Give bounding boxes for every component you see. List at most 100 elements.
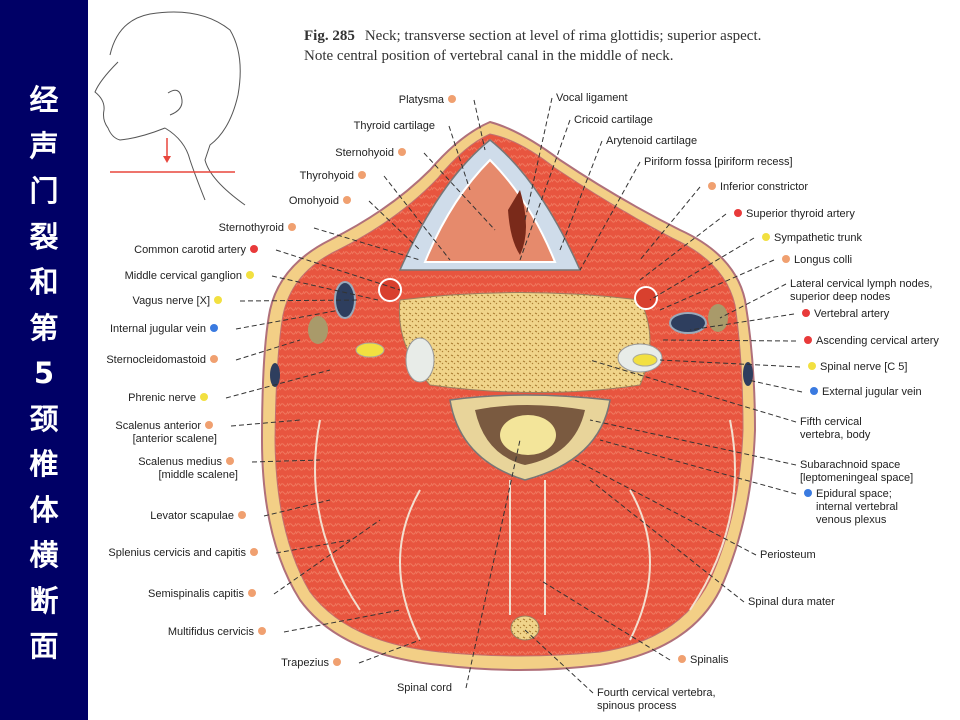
legend-dot-vein	[210, 324, 218, 333]
label-lateral-cervical-lymph-nodes: Lateral cervical lymph nodes,superior de…	[790, 278, 932, 304]
label-trapezius: Trapezius	[281, 657, 345, 670]
legend-dot-nerve	[246, 271, 254, 280]
leader-line	[719, 283, 787, 319]
label-sternocleidomastoid: Sternocleidomastoid	[106, 354, 222, 367]
label-text: Sternohyoid	[335, 147, 394, 159]
label-text: Sternocleidomastoid	[106, 354, 206, 366]
legend-dot-muscle	[448, 95, 456, 104]
title-char: 体	[29, 492, 59, 527]
leader-line	[649, 237, 755, 301]
label-scalenus-anterior: Scalenus anterior[anterior scalene]	[115, 420, 217, 446]
leader-line	[559, 140, 603, 251]
label-text: Middle cervical ganglion	[124, 270, 242, 282]
label-subarachnoid-space: Subarachnoid space[leptomeningeal space]	[800, 459, 913, 485]
label-phrenic-nerve: Phrenic nerve	[128, 392, 212, 405]
label-text: Vagus nerve [X]	[132, 295, 210, 307]
leader-line	[275, 249, 401, 291]
leader-line	[639, 213, 727, 281]
label-text: Lateral cervical lymph nodes,	[790, 278, 933, 290]
label-text: Fifth cervical	[800, 416, 862, 428]
label-vagus-nerve-x: Vagus nerve [X]	[133, 295, 226, 308]
leader-line	[579, 161, 641, 271]
label-text: Spinalis	[690, 654, 729, 666]
label-levator-scapulae: Levator scapulae	[150, 510, 250, 523]
title-char: 5	[33, 356, 55, 390]
label-semispinalis-capitis: Semispinalis capitis	[148, 588, 260, 601]
leader-line	[230, 419, 301, 427]
legend-dot-vein	[810, 387, 818, 396]
leader-line	[235, 339, 301, 361]
legend-dot-muscle	[258, 627, 266, 636]
legend-dot-muscle	[358, 171, 366, 180]
legend-dot-muscle	[782, 255, 790, 264]
label-sternohyoid: Sternohyoid	[335, 147, 410, 160]
neck-section	[260, 120, 757, 671]
label-text: Sympathetic trunk	[774, 232, 863, 244]
leader-line	[273, 519, 381, 595]
figure-caption: Fig. 285 Neck; transverse section at leve…	[304, 26, 761, 66]
label-splenius-cervicis-and-capitis: Splenius cervicis and capitis	[108, 547, 262, 560]
legend-dot-nerve	[762, 233, 770, 242]
legend-dot-nerve	[214, 296, 222, 305]
legend-dot-muscle	[210, 355, 218, 364]
label-text: Longus colli	[794, 254, 853, 266]
label-text: Epidural space;	[816, 488, 892, 500]
label-multifidus-cervicis: Multifidus cervicis	[168, 626, 270, 639]
label-common-carotid-artery: Common carotid artery	[134, 244, 262, 257]
leader-line	[589, 419, 797, 466]
label-text-line: [middle scalene]	[158, 469, 239, 481]
leader-line	[659, 359, 801, 368]
label-text-line: venous plexus	[816, 514, 887, 526]
label-text: Cricoid cartilage	[574, 114, 653, 126]
title-char: 面	[29, 629, 59, 663]
legend-dot-muscle	[343, 196, 351, 205]
label-text: Fourth cervical vertebra,	[597, 687, 716, 699]
label-text: Periosteum	[760, 549, 816, 561]
legend-dot-muscle	[288, 223, 296, 232]
label-inferior-constrictor: Inferior constrictor	[704, 181, 808, 194]
section-arrow-icon	[110, 138, 235, 173]
title-char: 断	[29, 583, 59, 618]
leader-line	[239, 299, 361, 302]
title-char: 第	[29, 310, 59, 345]
leader-line	[283, 609, 401, 633]
leader-line	[358, 639, 421, 664]
leader-line	[448, 125, 471, 191]
leader-line	[368, 200, 421, 251]
label-cricoid-cartilage: Cricoid cartilage	[574, 114, 653, 127]
leader-line	[519, 119, 571, 261]
title-char: 横	[29, 538, 59, 572]
label-text: Phrenic nerve	[128, 392, 196, 404]
title-char: 裂	[29, 219, 59, 254]
title-char: 门	[29, 174, 59, 208]
leader-line	[235, 309, 341, 330]
label-thyroid-cartilage: Thyroid cartilage	[354, 120, 435, 133]
label-text: Subarachnoid space	[800, 459, 901, 471]
label-text: Vertebral artery	[814, 308, 890, 320]
label-text: Sternothyroid	[218, 222, 284, 234]
label-text: Omohyoid	[288, 195, 339, 207]
head-profile-icon	[94, 11, 246, 206]
leader-line	[383, 175, 451, 261]
caption-line-1: Neck; transverse section at level of rim…	[364, 28, 762, 44]
label-text: Vocal ligament	[556, 92, 628, 104]
leader-line	[599, 439, 797, 495]
figure-number: Fig. 285	[304, 28, 355, 44]
legend-dot-artery	[734, 209, 742, 218]
leader-line	[313, 227, 421, 261]
label-sternothyroid: Sternothyroid	[219, 222, 300, 235]
label-text: Inferior constrictor	[720, 181, 809, 193]
caption-line-2: Note central position of vertebral canal…	[304, 48, 674, 64]
legend-dot-artery	[802, 309, 810, 318]
leader-line	[659, 339, 797, 342]
legend-dot-muscle	[708, 182, 716, 191]
label-omohyoid: Omohyoid	[289, 195, 355, 208]
label-text: Multifidus cervicis	[167, 626, 254, 638]
label-text: Spinal cord	[396, 682, 452, 694]
label-spinal-cord: Spinal cord	[397, 682, 452, 695]
label-periosteum: Periosteum	[760, 549, 816, 562]
